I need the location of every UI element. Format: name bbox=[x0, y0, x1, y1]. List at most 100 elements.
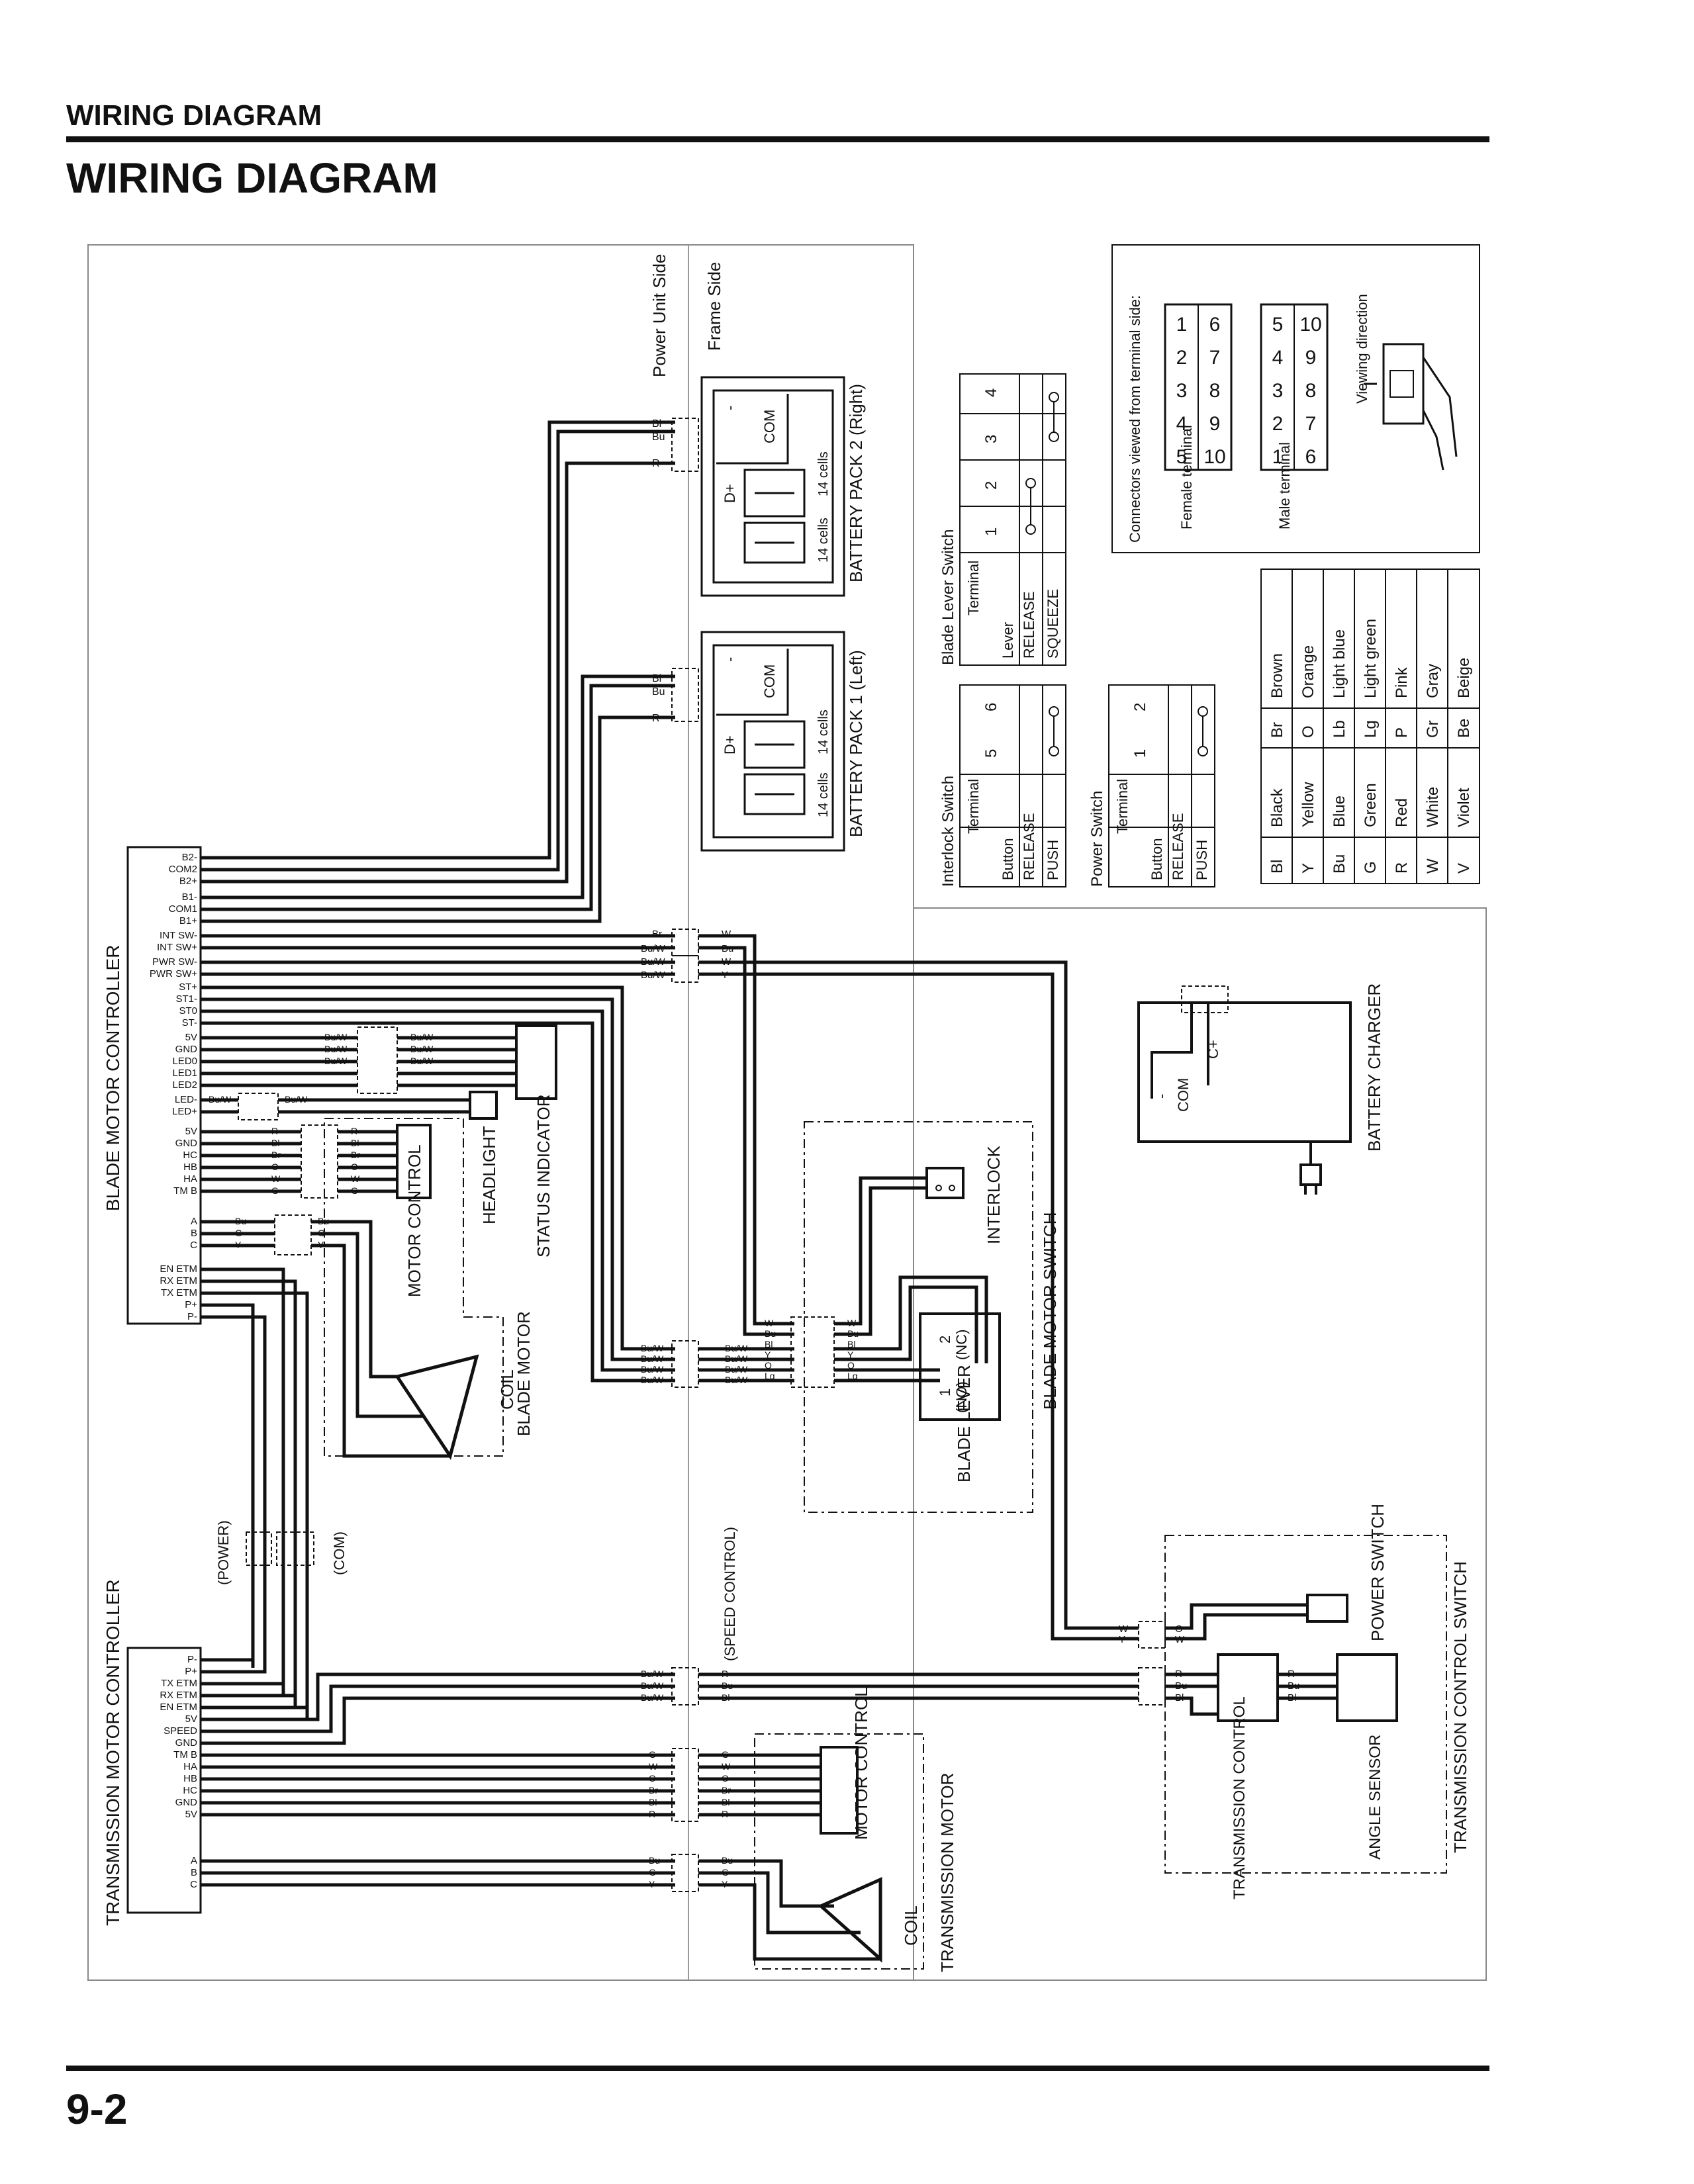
svg-text:Bu: Bu bbox=[235, 1216, 246, 1226]
svg-text:G: G bbox=[235, 1228, 242, 1238]
svg-text:ANGLE SENSOR: ANGLE SENSOR bbox=[1366, 1735, 1384, 1860]
svg-text:COM1: COM1 bbox=[169, 903, 197, 915]
interlock-harness bbox=[698, 934, 1139, 1641]
page-title: WIRING DIAGRAM bbox=[66, 154, 438, 202]
svg-text:-: - bbox=[1153, 1094, 1170, 1099]
svg-text:COIL: COIL bbox=[901, 1905, 921, 1946]
svg-text:Power Unit Side: Power Unit Side bbox=[649, 254, 669, 377]
power-switch-table: Power Switch Terminal Button RELEASE PUS… bbox=[1088, 684, 1215, 887]
svg-text:O: O bbox=[765, 1360, 772, 1371]
svg-text:O: O bbox=[847, 1360, 855, 1371]
interlock-switch-connector: Br Bu/W W Bu bbox=[641, 929, 733, 956]
svg-text:COM: COM bbox=[761, 410, 778, 443]
power-unit-side-label: Power Unit Side bbox=[649, 254, 669, 377]
svg-text:BATTERY PACK 1 (Left): BATTERY PACK 1 (Left) bbox=[846, 650, 866, 837]
svg-text:G: G bbox=[351, 1185, 358, 1196]
svg-text:O: O bbox=[351, 1161, 358, 1172]
svg-text:Lever: Lever bbox=[1000, 622, 1016, 659]
svg-text:RELEASE: RELEASE bbox=[1021, 813, 1037, 881]
svg-text:INT SW-: INT SW- bbox=[160, 930, 197, 941]
svg-text:-: - bbox=[722, 406, 738, 410]
svg-text:Female terminal: Female terminal bbox=[1178, 425, 1195, 529]
bmc-harness bbox=[201, 420, 675, 1509]
svg-text:GND: GND bbox=[175, 1138, 198, 1149]
svg-text:Y: Y bbox=[765, 1349, 771, 1360]
svg-text:R: R bbox=[649, 1809, 655, 1819]
svg-text:Bl: Bl bbox=[351, 1138, 359, 1148]
svg-text:PUSH: PUSH bbox=[1194, 840, 1210, 880]
svg-text:Gray: Gray bbox=[1424, 664, 1442, 698]
svg-text:Button: Button bbox=[1149, 838, 1165, 880]
svg-text:W: W bbox=[722, 1761, 731, 1772]
svg-text:W: W bbox=[351, 1173, 360, 1184]
svg-text:B1+: B1+ bbox=[179, 915, 197, 927]
svg-text:9: 9 bbox=[1305, 347, 1317, 369]
svg-text:STATUS INDICATOR: STATUS INDICATOR bbox=[534, 1094, 553, 1257]
bmc-pin-labels: B2- COM2 B2+ B1- COM1 B1+ INT SW- INT SW… bbox=[150, 852, 197, 1322]
svg-text:8: 8 bbox=[1305, 380, 1317, 402]
svg-text:P+: P+ bbox=[185, 1299, 197, 1310]
svg-text:HC: HC bbox=[183, 1150, 197, 1161]
svg-text:B: B bbox=[191, 1228, 197, 1239]
svg-text:5: 5 bbox=[982, 749, 1000, 758]
svg-text:Bu/W: Bu/W bbox=[324, 1044, 348, 1054]
svg-text:Interlock Switch: Interlock Switch bbox=[939, 776, 957, 887]
svg-text:COM: COM bbox=[1175, 1078, 1192, 1112]
power-switch: POWER SWITCH W Y O W bbox=[1119, 1504, 1388, 1649]
svg-text:Bl: Bl bbox=[649, 1797, 657, 1807]
svg-text:Red: Red bbox=[1393, 798, 1411, 827]
angle-sensor: ANGLE SENSOR R Bu Bl bbox=[1278, 1653, 1398, 1860]
svg-text:Light green: Light green bbox=[1362, 619, 1380, 698]
svg-text:LED0: LED0 bbox=[172, 1056, 197, 1067]
battery-pack-1: COM - D+ 14 cells 14 cells BATTERY PACK … bbox=[700, 631, 866, 852]
svg-text:Y: Y bbox=[318, 1240, 324, 1250]
svg-text:3: 3 bbox=[982, 435, 1000, 443]
svg-text:INTERLOCK: INTERLOCK bbox=[984, 1146, 1004, 1244]
svg-text:Bu: Bu bbox=[652, 432, 665, 443]
svg-text:P: P bbox=[1393, 727, 1411, 738]
svg-text:A: A bbox=[191, 1216, 197, 1227]
svg-text:W: W bbox=[765, 1318, 774, 1328]
svg-text:Button: Button bbox=[1000, 838, 1016, 880]
svg-text:HA: HA bbox=[183, 1173, 197, 1185]
battery-1-connector: Bl Bu R bbox=[652, 668, 699, 724]
svg-text:2: 2 bbox=[1131, 703, 1149, 711]
svg-text:PWR SW-: PWR SW- bbox=[152, 956, 197, 968]
frame-side-label: Frame Side bbox=[704, 262, 724, 351]
svg-text:TRANSMISSION MOTOR: TRANSMISSION MOTOR bbox=[937, 1773, 957, 1972]
blade-lever: 1 (NO) 2 (NC) BLADE LEVER bbox=[919, 1312, 1001, 1482]
svg-text:Y: Y bbox=[1119, 1634, 1125, 1645]
svg-text:P-: P- bbox=[187, 1311, 197, 1322]
svg-text:ST-: ST- bbox=[182, 1017, 197, 1028]
svg-text:TM B: TM B bbox=[173, 1749, 197, 1760]
svg-text:Bu: Bu bbox=[1331, 854, 1348, 874]
svg-text:Bl: Bl bbox=[1268, 860, 1286, 874]
svg-text:Y: Y bbox=[649, 1879, 655, 1889]
svg-text:6: 6 bbox=[982, 703, 1000, 711]
svg-text:Bu/W: Bu/W bbox=[641, 1343, 664, 1353]
svg-text:6: 6 bbox=[1209, 314, 1221, 336]
svg-text:COM2: COM2 bbox=[169, 864, 197, 875]
svg-text:Bu: Bu bbox=[318, 1216, 329, 1226]
svg-text:Bu: Bu bbox=[649, 1855, 660, 1866]
svg-text:1: 1 bbox=[982, 527, 1000, 536]
svg-text:Bu/W: Bu/W bbox=[641, 970, 666, 981]
svg-text:HC: HC bbox=[183, 1785, 197, 1796]
svg-text:COIL: COIL bbox=[497, 1369, 517, 1410]
connector-view-box: Connectors viewed from terminal side: Fe… bbox=[1111, 244, 1480, 553]
svg-text:W: W bbox=[1119, 1623, 1129, 1635]
svg-text:5V: 5V bbox=[185, 1032, 197, 1043]
svg-text:W: W bbox=[1175, 1634, 1185, 1645]
svg-text:BLADE MOTOR: BLADE MOTOR bbox=[514, 1311, 534, 1436]
svg-text:ST1-: ST1- bbox=[175, 993, 197, 1005]
svg-text:COM: COM bbox=[761, 664, 778, 698]
svg-text:TRANSMISSION CONTROL SWITCH: TRANSMISSION CONTROL SWITCH bbox=[1450, 1561, 1470, 1853]
svg-text:Be: Be bbox=[1455, 719, 1473, 738]
svg-text:Bu/W: Bu/W bbox=[641, 1692, 664, 1703]
svg-text:Lb: Lb bbox=[1331, 720, 1348, 738]
svg-text:ST+: ST+ bbox=[179, 981, 197, 993]
svg-text:RELEASE: RELEASE bbox=[1170, 813, 1186, 881]
svg-text:Brown: Brown bbox=[1268, 653, 1286, 698]
svg-text:Bu/W: Bu/W bbox=[641, 1353, 664, 1364]
